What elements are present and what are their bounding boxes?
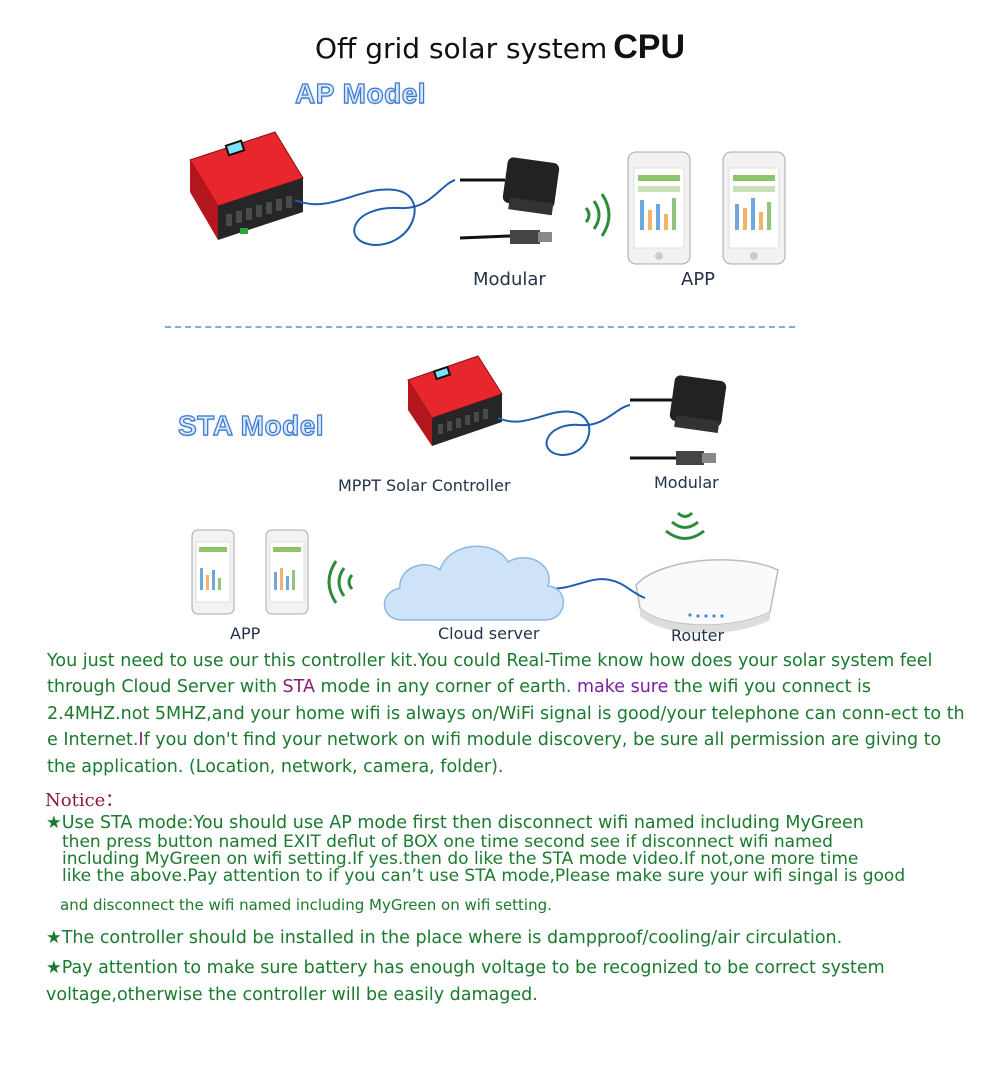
description-paragraph: You just need to use our this controller…	[47, 651, 965, 777]
star-icon: ★	[46, 928, 62, 948]
notice-item-3: ★Pay attention to make sure battery has …	[46, 958, 885, 1005]
smartphone-app-icon-sta	[191, 529, 309, 615]
sta-app-label: APP	[230, 624, 261, 643]
sta-model-label: STA Model	[177, 409, 325, 441]
sta-modular-label: Modular	[654, 473, 719, 492]
sta-network-cable-1	[497, 404, 631, 457]
smartphone-app-icon-ap	[627, 151, 786, 265]
ap-app-label: APP	[681, 269, 716, 290]
mppt-controller-device-sta	[407, 355, 503, 446]
ap-network-cable	[294, 179, 456, 247]
notice-item-1-continuation: then press button named EXIT deflut of B…	[62, 832, 906, 886]
wifi-signal-icon-ap	[584, 193, 611, 237]
mppt-controller-device-ap	[189, 131, 304, 240]
section-divider	[165, 326, 795, 328]
ap-model-label: AP Model	[294, 77, 427, 109]
notice-item-1: ★Use STA mode:You should use AP mode fir…	[46, 813, 864, 833]
router-device	[635, 558, 779, 634]
wifi-signal-icon-module	[665, 511, 705, 540]
cloud-server-label: Cloud server	[438, 624, 540, 643]
star-icon: ★	[46, 958, 62, 978]
wifi-module-device-ap	[459, 157, 560, 244]
ap-diagram	[189, 131, 786, 265]
notice-item-1-last-line: and disconnect the wifi named including …	[60, 896, 552, 914]
sta-diagram	[191, 355, 779, 634]
notice-item-2: ★The controller should be installed in t…	[46, 928, 843, 948]
ap-modular-label: Modular	[473, 269, 546, 290]
cloud-server-icon	[383, 545, 565, 621]
sta-network-cable-2	[544, 578, 646, 599]
mppt-controller-label: MPPT Solar Controller	[338, 476, 511, 495]
wifi-module-device-sta	[630, 375, 727, 465]
wifi-signal-icon-app	[327, 560, 354, 604]
router-label: Router	[671, 626, 725, 645]
star-icon: ★	[46, 813, 62, 833]
notice-title: Notice：	[45, 790, 124, 811]
